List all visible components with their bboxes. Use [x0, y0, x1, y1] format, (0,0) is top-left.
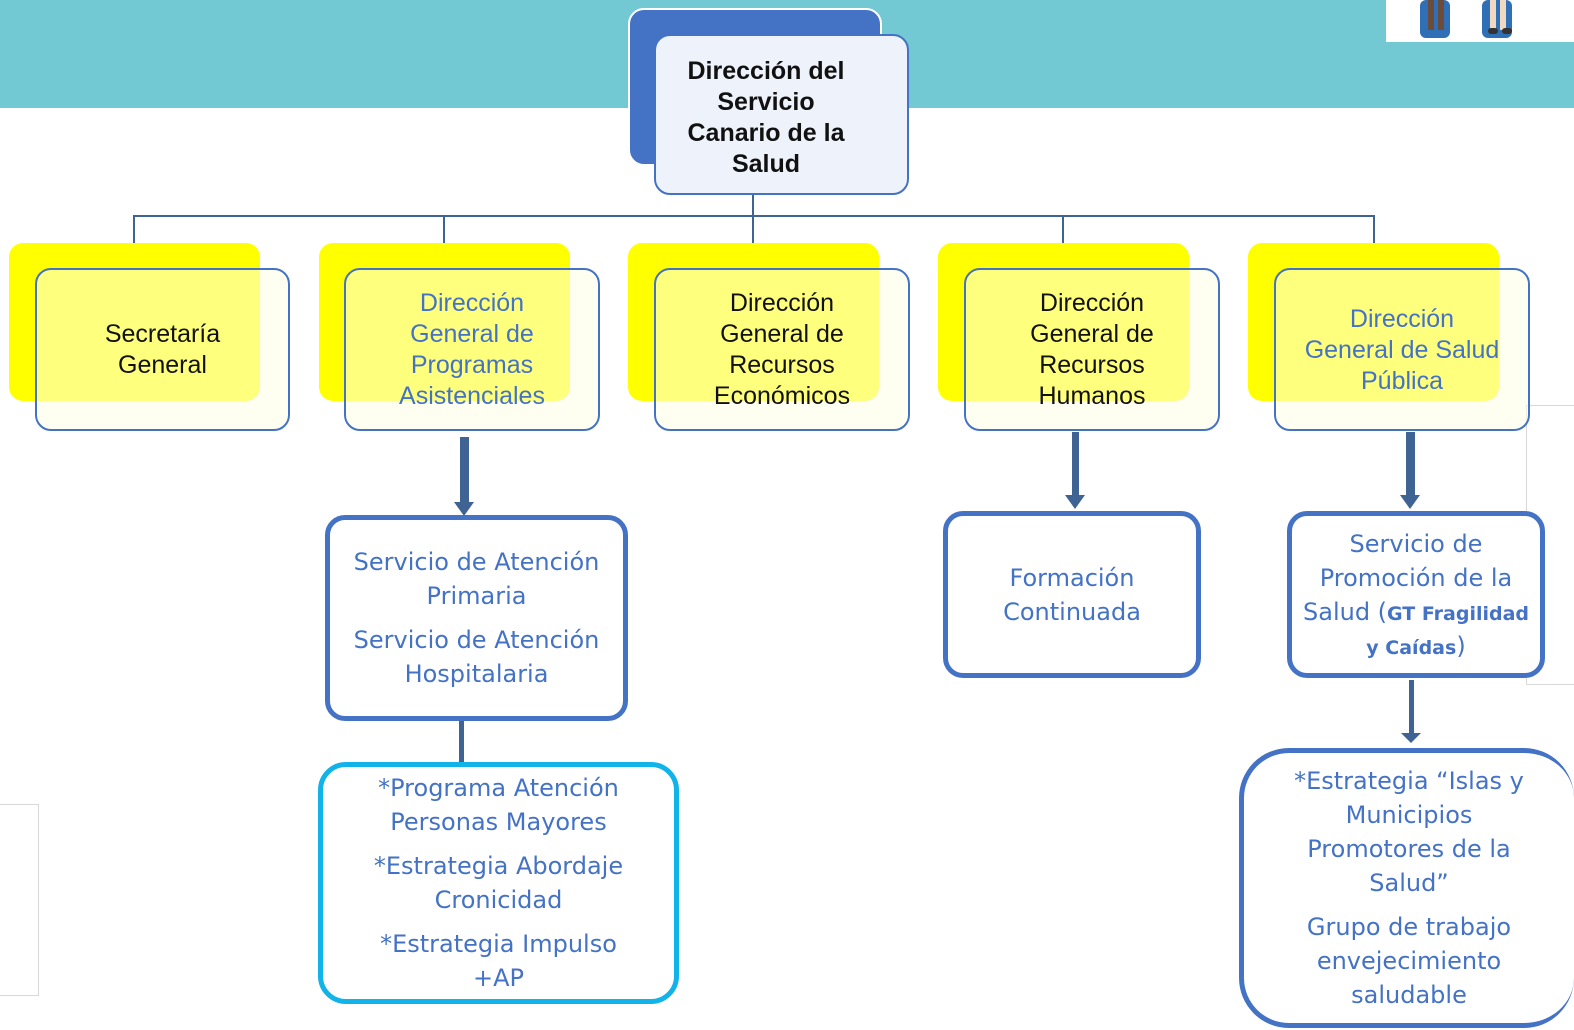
connector-drop-3 — [752, 215, 754, 243]
node-5-line-2: General de Salud — [1304, 336, 1500, 364]
node-2-line-4: Asistenciales — [399, 382, 545, 410]
connector-horizontal — [133, 215, 1375, 217]
node-1-line-1: Secretaría — [104, 319, 221, 348]
estrategia-abordaje-cronicidad: *Estrategia Abordaje Cronicidad — [373, 852, 624, 914]
node-dg-salud-publica: Dirección General de Salud Pública — [1274, 268, 1530, 431]
node-estrategias-salud-publica: *Estrategia “Islas y Municipios Promotor… — [1239, 748, 1574, 1028]
node-1-line-2: General — [118, 350, 207, 379]
estrategia-islas-municipios: *Estrategia “Islas y Municipios Promotor… — [1294, 767, 1524, 897]
top-node-line-2: Servicio — [717, 88, 815, 116]
arrow-shaft-salud-publica — [1406, 432, 1415, 496]
connector-drop-1 — [133, 215, 135, 243]
connector-drop-4 — [1062, 215, 1064, 243]
node-3-line-3: Recursos — [729, 351, 835, 379]
node-5-line-1: Dirección — [1349, 305, 1455, 333]
arrow-shaft-programas — [460, 437, 469, 503]
estrategia-impulso-ap: *Estrategia Impulso +AP — [380, 930, 617, 992]
servicio-promocion-prefix: Servicio de Promoción de la Salud ( — [1303, 529, 1513, 626]
servicio-atencion-hospitalaria: Servicio de Atención Hospitalaria — [353, 626, 600, 688]
node-2-line-3: Programas — [410, 351, 534, 379]
connector-trunk — [752, 194, 754, 216]
connector-drop-2 — [443, 215, 445, 243]
programa-atencion-mayores: *Programa Atención Personas Mayores — [378, 774, 619, 836]
arrow-shaft-servicios — [459, 720, 464, 764]
top-node-direccion-scs: Dirección del Servicio Canario de la Sal… — [654, 34, 909, 195]
arrow-head-programas — [454, 502, 474, 516]
top-node-line-3: Canario de la — [687, 119, 845, 147]
node-4-line-2: General de — [1030, 320, 1154, 348]
top-node-line-4: Salud — [731, 150, 801, 178]
node-5-line-3: Pública — [1361, 367, 1443, 395]
node-2-line-2: General de — [410, 320, 534, 348]
node-4-line-4: Humanos — [1038, 382, 1146, 410]
formacion-continuada-text: Formación Continuada — [1003, 563, 1141, 626]
servicio-promocion-suffix: ) — [1456, 631, 1466, 660]
node-programas-estrategias: *Programa Atención Personas Mayores *Est… — [318, 762, 679, 1004]
servicio-promocion-text: Servicio de Promoción de la Salud (GT Fr… — [1301, 527, 1531, 663]
people-illustration-icon — [1420, 0, 1512, 38]
node-3-line-2: General de — [720, 320, 844, 348]
node-servicio-promocion-salud: Servicio de Promoción de la Salud (GT Fr… — [1287, 511, 1545, 678]
arrow-head-salud-publica — [1400, 495, 1420, 509]
logo-image — [1386, 0, 1574, 42]
decorative-frame-left — [0, 804, 39, 996]
arrow-head-promocion — [1401, 733, 1421, 743]
arrow-shaft-promocion — [1409, 680, 1414, 734]
node-formacion-continuada: Formación Continuada — [943, 511, 1201, 678]
node-3-line-4: Económicos — [713, 382, 851, 410]
connector-drop-5 — [1373, 215, 1375, 243]
top-node-line-1: Dirección del — [687, 57, 845, 85]
node-dg-recursos-economicos: Dirección General de Recursos Económicos — [654, 268, 910, 431]
node-4-line-1: Dirección — [1039, 289, 1145, 317]
node-3-line-1: Dirección — [729, 289, 835, 317]
arrow-head-rrhh — [1065, 495, 1085, 509]
node-servicios-atencion: Servicio de Atención Primaria Servicio d… — [325, 515, 628, 721]
node-dg-programas-asistenciales: Dirección General de Programas Asistenci… — [344, 268, 600, 431]
node-dg-recursos-humanos: Dirección General de Recursos Humanos — [964, 268, 1220, 431]
grupo-envejecimiento-saludable: Grupo de trabajo envejecimiento saludabl… — [1306, 913, 1512, 1009]
gt-fragilidad-caidas-bold: GT Fragilidad y Caídas — [1366, 602, 1529, 659]
node-secretaria-general: Secretaría General — [35, 268, 290, 431]
arrow-shaft-rrhh — [1072, 432, 1079, 496]
servicio-atencion-primaria: Servicio de Atención Primaria — [353, 548, 600, 610]
node-4-line-3: Recursos — [1039, 351, 1145, 379]
node-2-line-1: Dirección — [419, 289, 525, 317]
